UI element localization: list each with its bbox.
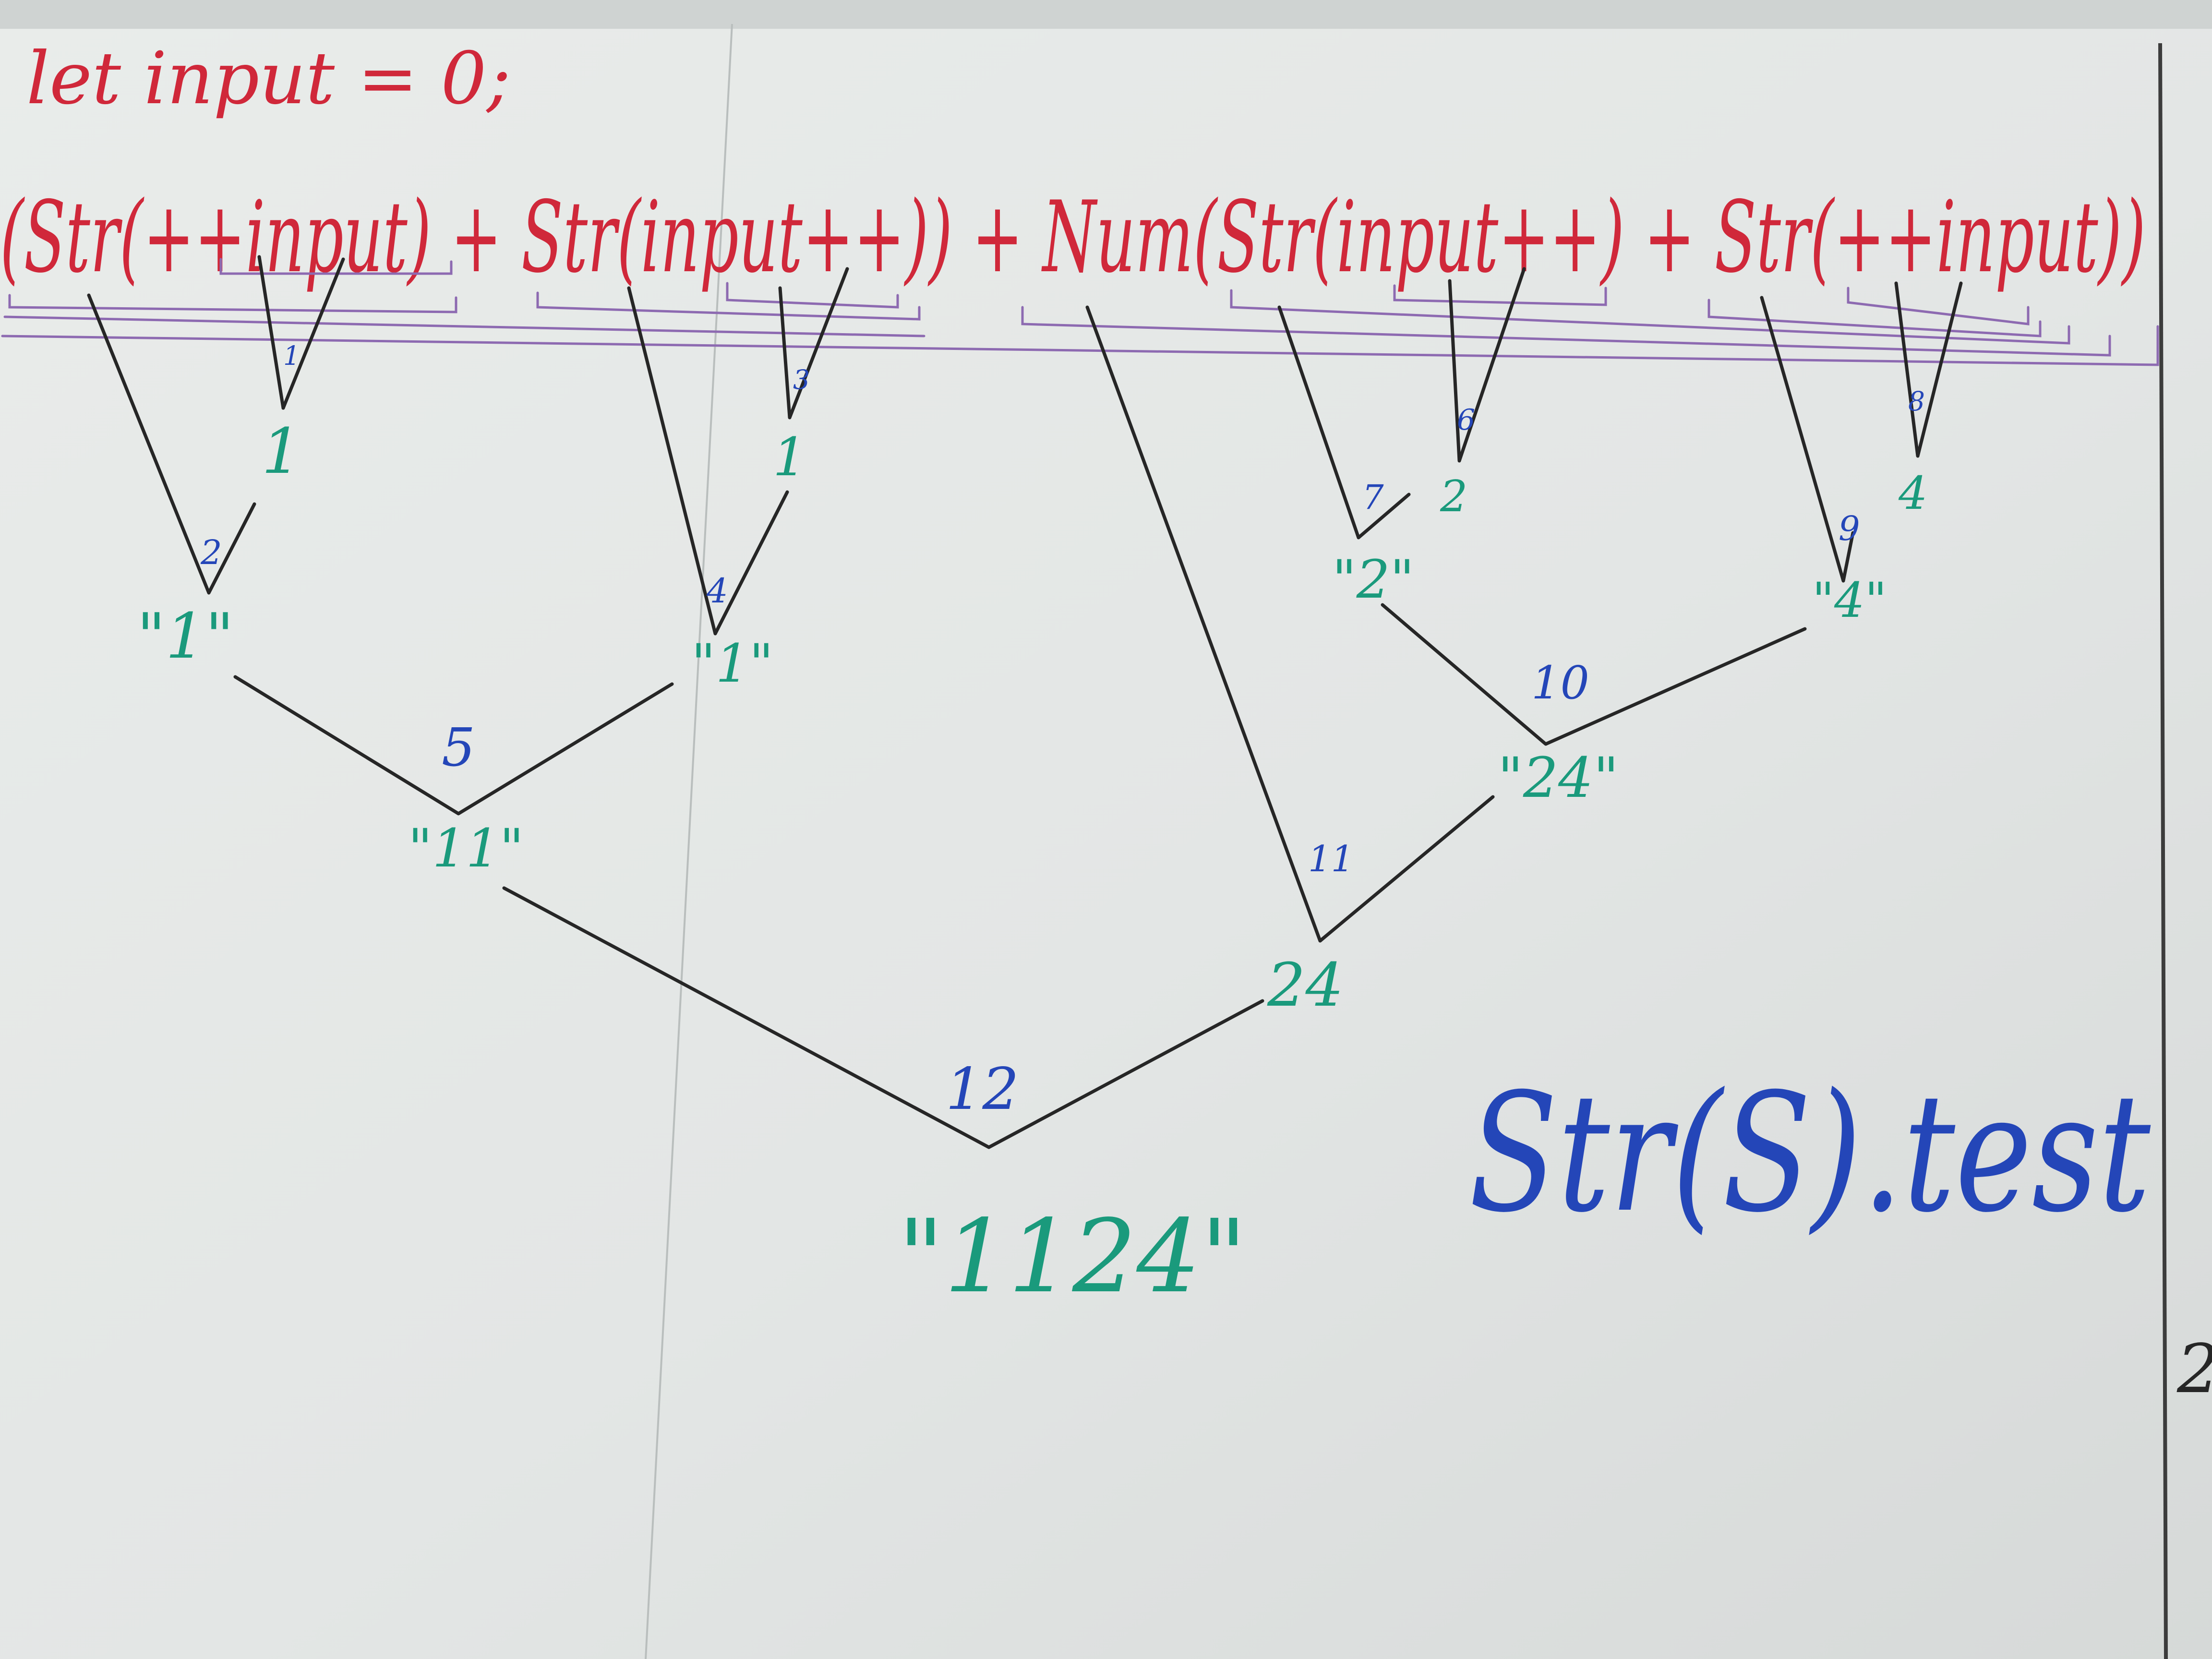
title-line: let input = 0;: [26, 37, 511, 120]
step-9: 9: [1839, 509, 1860, 548]
step-7: 7: [1362, 478, 1384, 517]
scope-brackets: [1, 258, 2159, 366]
step-2: 2: [200, 533, 222, 572]
step-6: 6: [1457, 403, 1475, 437]
result-8: 4: [1898, 467, 1927, 520]
side-note: Str(S).test: [1469, 1058, 2151, 1249]
board-panel-seam: [645, 24, 733, 1659]
result-2: "1": [137, 600, 234, 673]
step-3: 3: [793, 364, 810, 395]
board-top-frame: [0, 0, 2212, 29]
result-4: "1": [691, 633, 773, 694]
step-numbers: 1 2 3 4 5 6 7 8 9 10 11 12: [200, 340, 1925, 1123]
result-3: 1: [773, 426, 806, 488]
result-6: 2: [1440, 471, 1467, 522]
step-10: 10: [1531, 657, 1589, 709]
evaluation-tree: [87, 255, 1963, 1149]
result-9: "4": [1812, 572, 1887, 628]
edge-glyph: 2: [2176, 1330, 2212, 1408]
result-1: 1: [262, 415, 301, 488]
result-12: "1124": [898, 1198, 1247, 1315]
expression: (Str(++input) + Str(input++)) + Num(Str(…: [0, 180, 2146, 295]
result-7: "2": [1332, 549, 1414, 610]
step-5: 5: [442, 717, 475, 778]
step-1: 1: [283, 340, 300, 371]
step-11: 11: [1308, 838, 1354, 880]
step-4: 4: [706, 571, 728, 611]
result-10: "24": [1498, 746, 1619, 810]
step-8: 8: [1908, 386, 1925, 417]
result-5: "11": [408, 817, 524, 879]
step-12: 12: [946, 1056, 1019, 1123]
intermediate-results: 1 "1" 1 "1" "11" 2 "2" 4 "4" "24" 24 "11…: [137, 415, 1927, 1315]
board-right-edge: [2158, 43, 2168, 1659]
result-11: 24: [1267, 950, 1344, 1020]
